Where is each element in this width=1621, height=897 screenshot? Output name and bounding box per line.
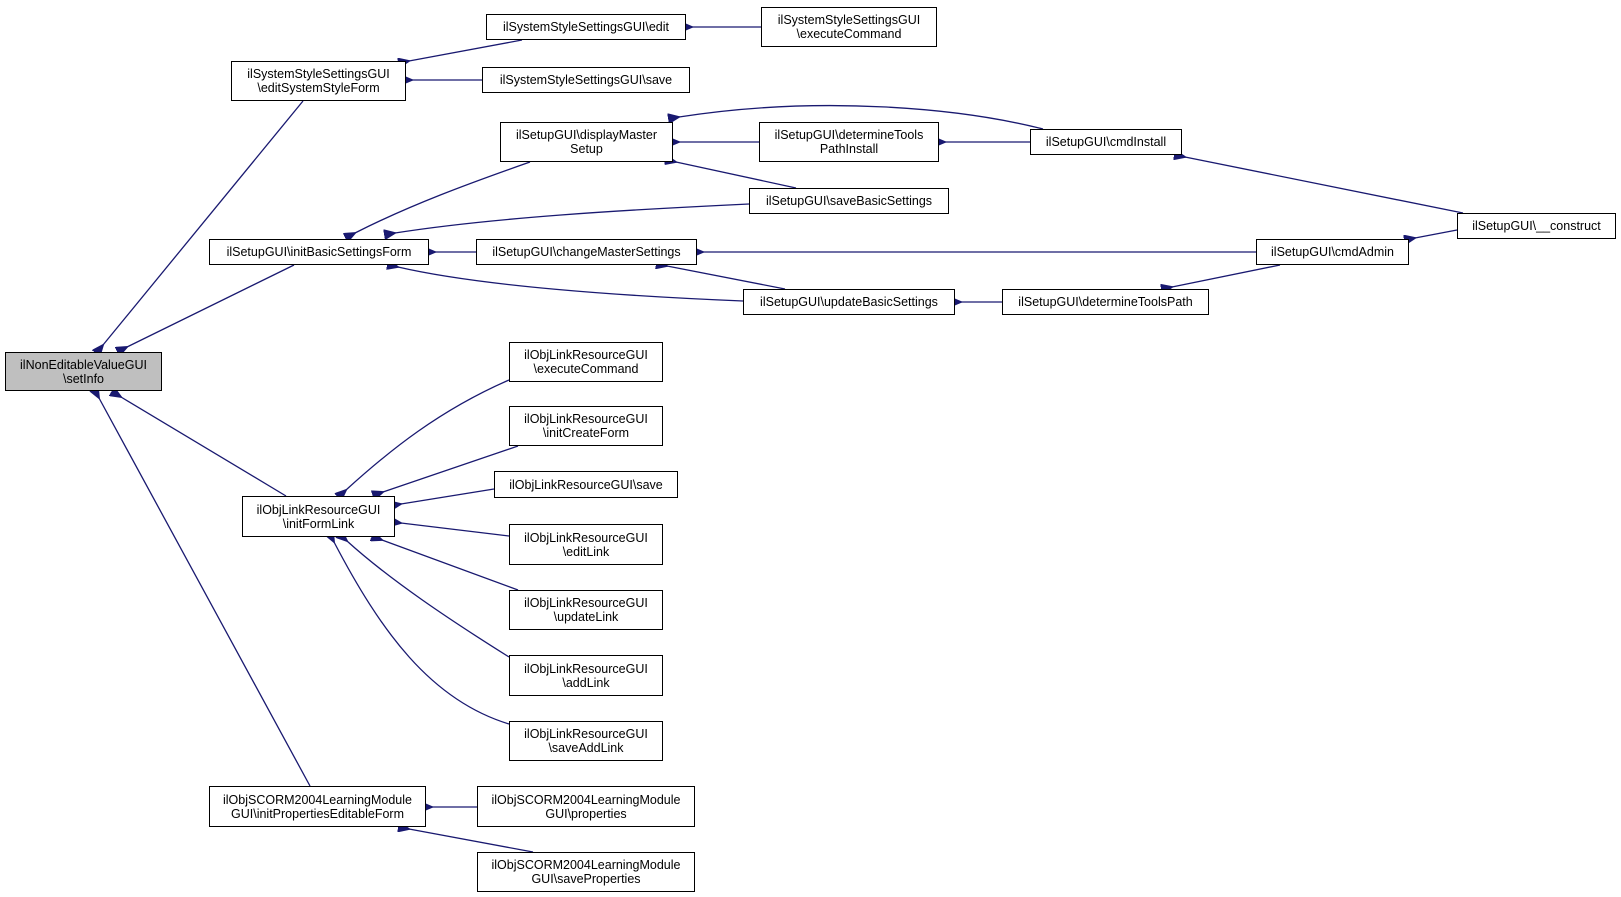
node-ol-update-link[interactable]: ilObjLinkResourceGUI \updateLink [509, 590, 663, 630]
node-su-construct[interactable]: ilSetupGUI\__construct [1457, 213, 1616, 239]
edge-ss-edit-form-to-setinfo [103, 100, 304, 345]
edge-ol-init-form-to-setinfo [121, 397, 287, 497]
edge-su-update-to-change [667, 266, 786, 290]
edge-su-save-basic-to-init-basic [395, 203, 750, 233]
edge-ol-update-to-init-form [382, 540, 519, 591]
node-ss-execute-command[interactable]: ilSystemStyleSettingsGUI \executeCommand [761, 7, 937, 47]
node-su-display-master-setup[interactable]: ilSetupGUI\displayMaster Setup [500, 122, 673, 162]
node-ol-init-form-link[interactable]: ilObjLinkResourceGUI \initFormLink [242, 496, 395, 537]
edge-sc-init-to-setinfo [99, 398, 311, 787]
node-sc-properties[interactable]: ilObjSCORM2004LearningModule GUI\propert… [477, 786, 695, 827]
node-ol-execute-command[interactable]: ilObjLinkResourceGUI \executeCommand [509, 342, 663, 382]
edge-su-cmd-admin-to-det-path [1172, 264, 1281, 287]
node-ol-save[interactable]: ilObjLinkResourceGUI\save [494, 471, 678, 498]
node-su-save-basic-settings[interactable]: ilSetupGUI\saveBasicSettings [749, 188, 949, 214]
node-setinfo[interactable]: ilNonEditableValueGUI \setInfo [5, 352, 162, 391]
edge-ol-save-add-to-init-form [334, 542, 510, 725]
node-ss-edit-system-style-form[interactable]: ilSystemStyleSettingsGUI \editSystemStyl… [231, 61, 406, 101]
edge-su-cmd-install-to-display [679, 104, 1044, 130]
node-ol-add-link[interactable]: ilObjLinkResourceGUI \addLink [509, 655, 663, 696]
edge-ss-edit-to-edit-form [409, 39, 523, 61]
node-su-update-basic-settings[interactable]: ilSetupGUI\updateBasicSettings [743, 289, 955, 315]
edge-su-construct-to-cmd-install [1185, 157, 1464, 214]
node-ss-save[interactable]: ilSystemStyleSettingsGUI\save [482, 67, 690, 93]
node-su-cmd-install[interactable]: ilSetupGUI\cmdInstall [1030, 129, 1182, 155]
edge-su-display-to-init-basic [355, 161, 531, 233]
node-su-determine-tools-path-install[interactable]: ilSetupGUI\determineTools PathInstall [759, 122, 939, 162]
edge-su-init-basic-to-setinfo [127, 264, 295, 347]
edge-ol-save-to-init-form [401, 488, 495, 504]
edge-ol-add-to-init-form [347, 541, 510, 658]
edge-ol-exec-to-init-form [346, 379, 510, 490]
node-su-cmd-admin[interactable]: ilSetupGUI\cmdAdmin [1256, 239, 1409, 265]
edge-su-construct-to-cmd-admin [1415, 229, 1458, 238]
edge-ol-edit-to-init-form [401, 523, 510, 537]
node-su-determine-tools-path[interactable]: ilSetupGUI\determineToolsPath [1002, 289, 1209, 315]
edge-su-update-to-init-basic [398, 267, 744, 302]
node-ol-save-add-link[interactable]: ilObjLinkResourceGUI \saveAddLink [509, 721, 663, 761]
node-ol-edit-link[interactable]: ilObjLinkResourceGUI \editLink [509, 524, 663, 565]
edge-ol-create-to-init-form [383, 445, 519, 492]
node-su-change-master-settings[interactable]: ilSetupGUI\changeMasterSettings [476, 239, 697, 265]
node-ol-init-create-form[interactable]: ilObjLinkResourceGUI \initCreateForm [509, 406, 663, 446]
node-sc-save-properties[interactable]: ilObjSCORM2004LearningModule GUI\savePro… [477, 852, 695, 892]
edge-su-save-basic-to-display [676, 162, 797, 189]
node-su-init-basic-settings-form[interactable]: ilSetupGUI\initBasicSettingsForm [209, 239, 429, 265]
edge-sc-save-to-init [409, 829, 534, 853]
node-sc-init-properties-editable-form[interactable]: ilObjSCORM2004LearningModule GUI\initPro… [209, 786, 426, 827]
node-ss-edit[interactable]: ilSystemStyleSettingsGUI\edit [486, 14, 686, 40]
